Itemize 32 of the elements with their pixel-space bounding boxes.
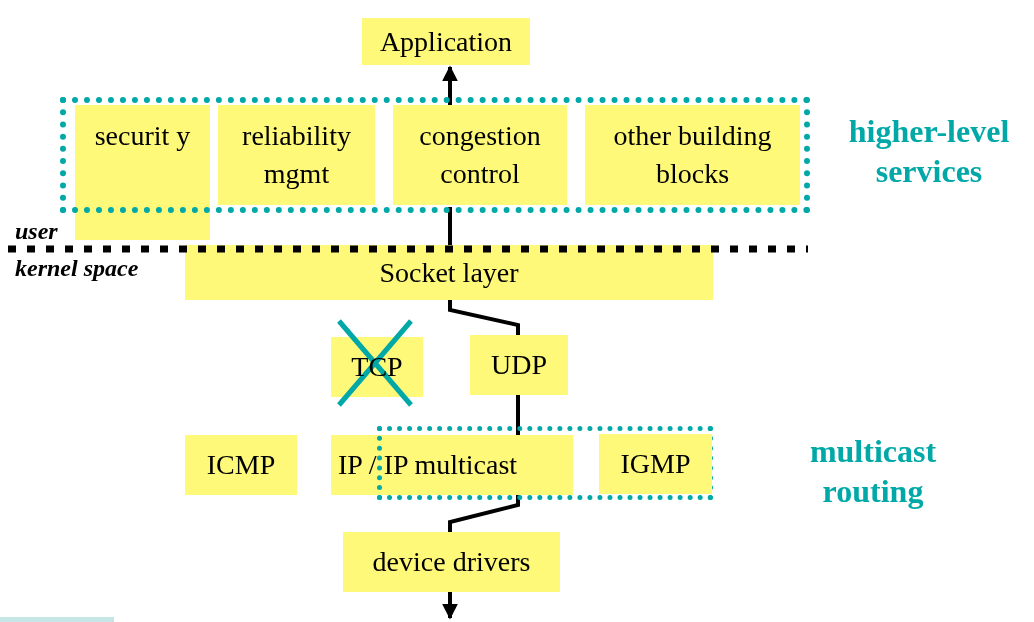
layer-box — [343, 532, 560, 592]
group-heading: multicast routing — [808, 432, 938, 511]
box-label: Socket layer — [379, 255, 519, 290]
layer-box — [185, 435, 297, 495]
group-heading: higher-level services — [847, 112, 1011, 191]
connector-line — [442, 592, 458, 620]
layer-box — [331, 435, 573, 495]
box-label: other building blocks — [612, 119, 773, 191]
layer-box — [599, 434, 712, 494]
box-label: IGMP — [620, 447, 691, 481]
box-label: reliability mgmt — [241, 119, 352, 191]
connector-line — [448, 300, 520, 335]
box-label: UDP — [491, 348, 547, 382]
box-label: device drivers — [372, 545, 531, 579]
box-label: Application — [379, 24, 513, 59]
layer-box — [75, 105, 210, 240]
space-label: kernel space — [15, 255, 139, 281]
box-label: ICMP — [206, 448, 276, 482]
layer-box — [393, 105, 567, 205]
layer-box — [185, 245, 713, 300]
connector-line — [448, 495, 520, 532]
box-label: congestion control — [418, 119, 542, 191]
layer-box — [218, 105, 375, 205]
layer-box — [362, 18, 530, 65]
connector-line — [442, 65, 458, 105]
connector-line — [448, 207, 452, 245]
box-label: IP / IP multicast — [338, 448, 518, 482]
connector-line — [516, 395, 520, 435]
layer-box — [585, 105, 800, 205]
box-label: securit y — [93, 119, 192, 153]
layer-box — [470, 335, 568, 395]
space-label: user — [15, 218, 58, 244]
